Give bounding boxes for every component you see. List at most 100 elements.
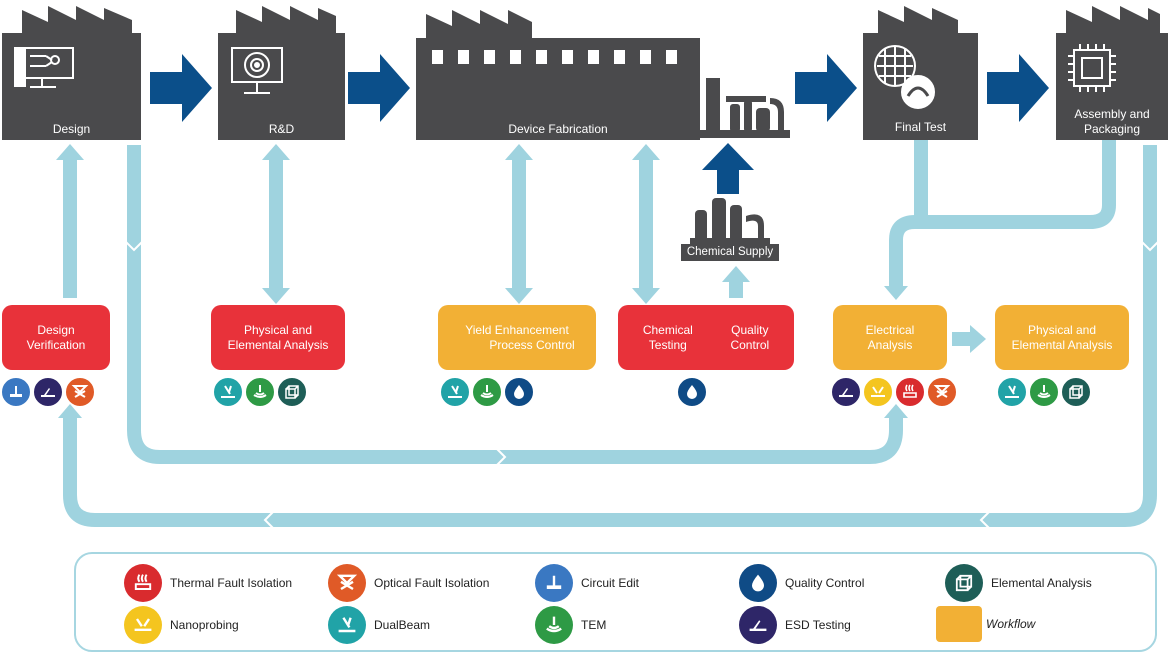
arrow-fab-test <box>795 54 857 122</box>
esd-testing-icon <box>739 606 777 644</box>
stage-label-assembly: Assembly and Packaging <box>1056 107 1168 137</box>
circuit-edit-icon <box>1 377 31 407</box>
legend-dualbeam: DualBeam <box>328 606 430 644</box>
esd-testing-icon <box>33 377 63 407</box>
arrowhead-into-electrical-bottom <box>884 404 908 418</box>
chemical-supply-plant <box>690 198 770 246</box>
legend-esd: ESD Testing <box>739 606 851 644</box>
gauge-needle <box>906 86 930 97</box>
esd-testing-icon <box>831 377 861 407</box>
flow-chevrons <box>125 241 1159 529</box>
optical-fault-isolation-icon <box>927 377 957 407</box>
legend-esd-label: ESD Testing <box>785 618 851 632</box>
dualbeam-icon <box>328 606 366 644</box>
stage-label-assembly-line1: Assembly and <box>1074 107 1150 121</box>
tem-icon <box>1029 377 1059 407</box>
optical-fault-isolation-icon <box>65 377 95 407</box>
box-chemical-testing-line2: Testing <box>648 337 687 352</box>
legend-dualbeam-label: DualBeam <box>374 618 431 632</box>
legend-tem: TEM <box>535 606 606 644</box>
nanoprobing-icon <box>863 377 893 407</box>
thermal-fault-isolation-icon <box>895 377 925 407</box>
stage-label-design: Design <box>52 122 91 136</box>
box-physical-elemental-line1: Physical and <box>243 322 313 337</box>
tem-icon <box>472 377 502 407</box>
dualbeam-icon <box>997 377 1027 407</box>
stage-icon-chip <box>1068 44 1116 92</box>
flow-assembly-to-verification <box>63 145 1157 527</box>
tem-icon <box>245 377 275 407</box>
legend-circuit-label: Circuit Edit <box>581 576 640 590</box>
thermal-fault-isolation-icon <box>124 564 162 602</box>
factory-design <box>2 6 141 140</box>
arrow-chemical-up <box>702 143 754 194</box>
legend-nanoprobing-label: Nanoprobing <box>170 618 239 632</box>
legend-thermal-label: Thermal Fault Isolation <box>170 576 293 590</box>
stage-label-device-fabrication: Device Fabrication <box>508 122 608 136</box>
legend-elemental-label: Elemental Analysis <box>991 576 1092 590</box>
stage-icon-wafer <box>874 45 935 109</box>
workflow-swatch <box>936 606 982 642</box>
arrow-design-rd <box>150 54 212 122</box>
legend-optical-label: Optical Fault Isolation <box>374 576 490 590</box>
stage-arrows <box>150 54 1049 194</box>
legend-quality: Quality Control <box>739 564 864 602</box>
box-design-verification-line2: Verification <box>26 337 86 352</box>
legend-nanoprobing: Nanoprobing <box>124 606 239 644</box>
factory-fab <box>416 10 700 140</box>
arrow-rd-fab <box>348 54 410 122</box>
box-chemical-testing-line1: Chemical <box>642 322 693 337</box>
legend-workflow: Workflow <box>936 606 1035 642</box>
plant-icon <box>700 78 790 138</box>
box-physical-elemental-line2: Elemental Analysis <box>227 337 329 352</box>
legend-elemental: Elemental Analysis <box>945 564 1092 602</box>
tem-icon <box>535 606 573 644</box>
stage-icon-computer <box>14 47 74 88</box>
box-quality-control-line1: Quality <box>731 322 769 337</box>
circuit-edit-icon <box>535 564 573 602</box>
box-quality-control-line2: Control <box>730 337 770 352</box>
legend-quality-label: Quality Control <box>785 576 865 590</box>
stage-icon-monitor <box>231 47 283 94</box>
dualbeam-icon <box>213 377 243 407</box>
legend-circuit: Circuit Edit <box>535 564 639 602</box>
nanoprobing-icon <box>124 606 162 644</box>
legend-optical: Optical Fault Isolation <box>328 564 489 602</box>
box-design-verification-line1: Design <box>37 322 75 337</box>
legend-workflow-label: Workflow <box>986 617 1036 631</box>
quality-control-icon <box>677 377 707 407</box>
elemental-analysis-icon <box>277 377 307 407</box>
arrowhead-into-verification <box>58 404 82 418</box>
box-yield-line1: Yield Enhancement <box>465 322 569 337</box>
elemental-analysis-icon <box>945 564 983 602</box>
flow-design-to-electrical <box>127 145 903 464</box>
chemical-supply-label: Chemical Supply <box>681 244 779 261</box>
stage-label-assembly-line2: Packaging <box>1083 122 1141 136</box>
box-physical-elemental-right-line1: Physical and <box>1027 322 1097 337</box>
flow-paths <box>63 140 1157 527</box>
legend-tem-label: TEM <box>581 618 607 632</box>
box-electrical-line2: Analysis <box>867 337 913 352</box>
quality-control-icon <box>504 377 534 407</box>
fab-windows <box>432 50 677 64</box>
vertical-arrows <box>56 144 986 353</box>
quality-control-icon <box>739 564 777 602</box>
legend: Thermal Fault Isolation Optical Fault Is… <box>74 552 1157 652</box>
dualbeam-icon <box>440 377 470 407</box>
arrow-test-assembly <box>987 54 1049 122</box>
elemental-analysis-icon <box>1061 377 1091 407</box>
factory-test <box>863 6 978 140</box>
arrowhead-into-electrical-top <box>884 286 908 300</box>
stage-label-rd: R&D <box>268 122 295 136</box>
box-physical-elemental-right-line2: Elemental Analysis <box>1011 337 1113 352</box>
optical-fault-isolation-icon <box>328 564 366 602</box>
